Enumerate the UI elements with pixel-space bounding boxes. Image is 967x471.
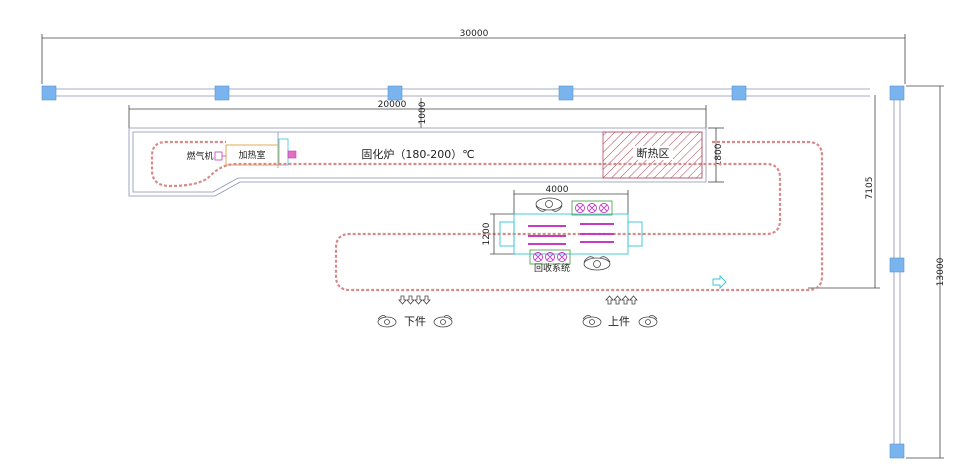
burner-label: 燃气机 — [186, 150, 213, 162]
dimension-right-span-label: 7105 — [865, 177, 875, 200]
column — [889, 257, 905, 273]
column — [387, 85, 403, 101]
heating-room — [225, 144, 279, 166]
dimension-oven-length-label: 20000 — [378, 100, 407, 110]
column — [889, 443, 905, 459]
operator-icon — [433, 315, 453, 328]
column — [889, 85, 905, 101]
dimension-recovery-height — [490, 213, 516, 255]
dimension-total-width — [41, 34, 906, 84]
load-label: 上件 — [608, 315, 630, 328]
heater-connector — [278, 138, 289, 166]
operator-icon — [582, 315, 602, 328]
unload-arrows — [398, 295, 431, 305]
recovery-system-label: 回收系统 — [534, 262, 570, 274]
dimension-oven-height — [708, 127, 724, 183]
column — [731, 85, 747, 101]
dimension-top-gap-label: 1000 — [418, 101, 428, 124]
cooling-zone-label: 断热区 — [637, 146, 670, 160]
dimension-recovery-width — [513, 190, 629, 214]
operator-icon — [535, 197, 563, 212]
oven-label: 固化炉（180-200）℃ — [361, 147, 474, 161]
fan-motor — [287, 150, 297, 159]
dimension-total-height-label: 13000 — [936, 257, 946, 286]
cooling-zone-label-bg — [633, 146, 673, 160]
fan-unit-bottom — [529, 249, 571, 265]
load-arrows — [605, 295, 638, 305]
building-right-wall — [893, 100, 901, 444]
dimension-oven-height-label: 1800 — [714, 143, 724, 166]
dimension-oven-length — [128, 105, 707, 128]
operator-icon — [377, 315, 397, 328]
fan-unit-top — [571, 200, 613, 216]
conveyor-direction-arrow-icon — [712, 274, 727, 290]
dimension-recovery-height-label: 1200 — [482, 222, 492, 245]
fan-icon — [533, 252, 567, 262]
recovery-system — [499, 213, 643, 255]
column — [214, 85, 230, 101]
dimension-total-width-label: 30000 — [460, 29, 489, 39]
fan-icon — [575, 203, 609, 213]
dimension-right-span — [808, 95, 880, 289]
building-columns — [41, 85, 905, 459]
unload-label: 下件 — [404, 315, 426, 328]
dimension-total-height — [906, 85, 944, 459]
operator-icon — [638, 315, 658, 328]
recovery-filters — [528, 223, 614, 245]
column — [41, 85, 57, 101]
column — [558, 85, 574, 101]
burner — [214, 151, 223, 161]
heating-room-label: 加热室 — [238, 149, 265, 161]
dimension-recovery-width-label: 4000 — [546, 185, 569, 195]
operator-icon — [583, 256, 611, 271]
conveyor-line — [150, 140, 824, 292]
